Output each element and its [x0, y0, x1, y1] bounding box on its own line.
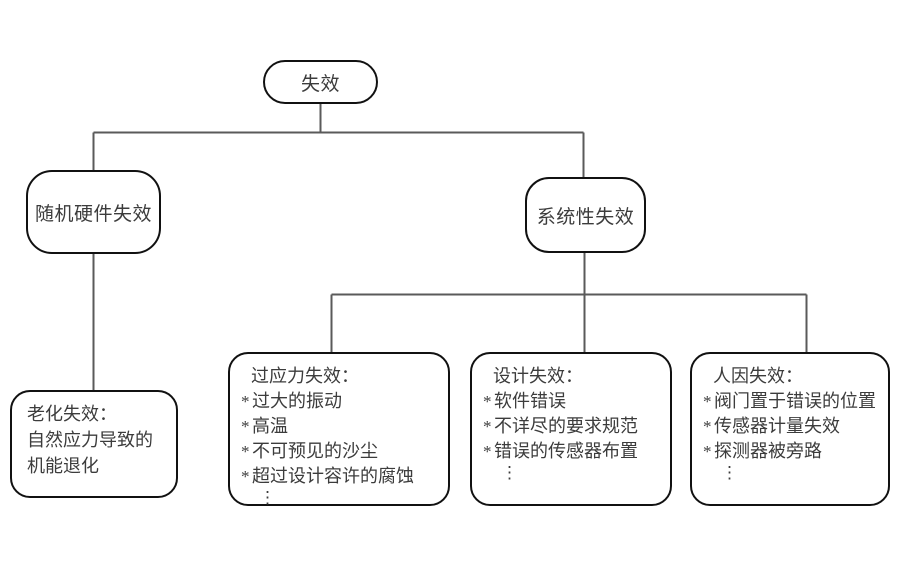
node-design-failure-heading: 设计失效： — [493, 366, 583, 386]
bullet-icon: * — [241, 417, 250, 436]
list-item-text: 阀门置于错误的位置 — [714, 391, 876, 411]
list-item-text: 传感器计量失效 — [714, 416, 840, 436]
node-random-hardware-failure-label: 随机硬件失效 — [34, 203, 152, 225]
vertical-ellipsis-icon: ⋮ — [259, 488, 276, 507]
node-aging-failure[interactable]: 老化失效： 自然应力导致的 机能退化 — [10, 390, 178, 498]
list-item-text: 错误的传感器布置 — [494, 441, 638, 461]
list-item-text: 探测器被旁路 — [714, 441, 822, 461]
list-item: * 软件错误 — [483, 389, 659, 414]
list-item-text: 超过设计容许的腐蚀 — [252, 466, 414, 486]
node-systematic-failure[interactable]: 系统性失效 — [525, 177, 646, 253]
list-item: * 不详尽的要求规范 — [483, 414, 659, 439]
node-human-factor-failure[interactable]: 人因失效： * 阀门置于错误的位置 * 传感器计量失效 * 探测器被旁路 ⋮ — [690, 352, 890, 506]
node-random-hardware-failure[interactable]: 随机硬件失效 — [26, 170, 161, 254]
node-human-factor-failure-heading: 人因失效： — [713, 366, 803, 386]
list-item: * 传感器计量失效 — [703, 414, 877, 439]
bullet-icon: * — [241, 442, 250, 461]
bullet-icon: * — [483, 442, 492, 461]
node-aging-failure-heading: 老化失效： — [27, 404, 117, 424]
bullet-icon: * — [241, 467, 250, 486]
node-root-failure[interactable]: 失效 — [263, 60, 378, 104]
list-item: * 不可预见的沙尘 — [241, 439, 437, 464]
node-design-failure[interactable]: 设计失效： * 软件错误 * 不详尽的要求规范 * 错误的传感器布置 ⋮ — [470, 352, 672, 506]
vertical-ellipsis-icon: ⋮ — [501, 463, 518, 482]
list-item: * 阀门置于错误的位置 — [703, 389, 877, 414]
list-item: * 探测器被旁路 — [703, 439, 877, 464]
list-item: * 超过设计容许的腐蚀 — [241, 464, 437, 489]
list-item-text: 过大的振动 — [252, 391, 342, 411]
design-item-list: * 软件错误 * 不详尽的要求规范 * 错误的传感器布置 — [483, 389, 659, 464]
node-aging-failure-line-1: 自然应力导致的 — [27, 430, 153, 450]
list-item-text: 不详尽的要求规范 — [494, 416, 638, 436]
bullet-icon: * — [483, 392, 492, 411]
list-item-text: 高温 — [252, 416, 288, 436]
list-item: * 过大的振动 — [241, 389, 437, 414]
bullet-icon: * — [703, 392, 712, 411]
node-overstress-failure[interactable]: 过应力失效： * 过大的振动 * 高温 * 不可预见的沙尘 * 超过设计容许的腐… — [228, 352, 450, 506]
bullet-icon: * — [241, 392, 250, 411]
list-item: * 高温 — [241, 414, 437, 439]
node-root-label: 失效 — [300, 73, 340, 95]
list-item-text: 软件错误 — [494, 391, 566, 411]
list-item-text: 不可预见的沙尘 — [252, 441, 378, 461]
vertical-ellipsis-icon: ⋮ — [721, 463, 738, 482]
human-item-list: * 阀门置于错误的位置 * 传感器计量失效 * 探测器被旁路 — [703, 389, 877, 464]
list-item: * 错误的传感器布置 — [483, 439, 659, 464]
bullet-icon: * — [483, 417, 492, 436]
bullet-icon: * — [703, 442, 712, 461]
node-systematic-failure-label: 系统性失效 — [536, 206, 635, 228]
overstress-item-list: * 过大的振动 * 高温 * 不可预见的沙尘 * 超过设计容许的腐蚀 — [241, 389, 437, 489]
bullet-icon: * — [703, 417, 712, 436]
node-aging-failure-line-2: 机能退化 — [27, 456, 99, 476]
node-overstress-failure-heading: 过应力失效： — [251, 366, 359, 386]
